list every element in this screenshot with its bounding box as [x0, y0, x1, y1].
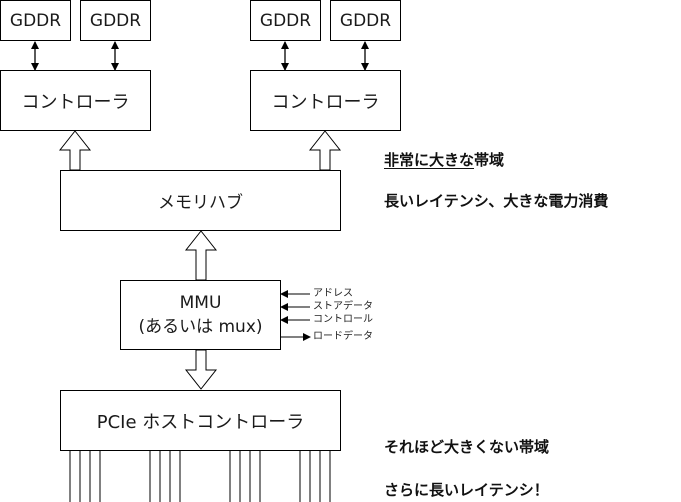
- signal-store-data-label: ストアデータ: [313, 301, 373, 312]
- annotation-rest: 帯域: [474, 151, 505, 169]
- annotation-bottom-latency: さらに長いレイテンシ！: [384, 481, 549, 499]
- controller-label: コントローラ: [271, 91, 380, 113]
- gddr-label: GDDR: [339, 10, 392, 31]
- signal-load-data-label: ロードデータ: [313, 331, 373, 342]
- gddr-label: GDDR: [9, 10, 62, 31]
- mmu: MMU (あるいは mux): [120, 280, 281, 350]
- controller-label: コントローラ: [21, 91, 130, 113]
- annotation-top-latency: 長いレイテンシ、大きな電力消費: [384, 192, 609, 210]
- annotation-top-bandwidth: 非常に大きな帯域: [384, 149, 504, 170]
- gddr-module-1: GDDR: [0, 0, 71, 41]
- hub-to-controller-left-arrow: [58, 130, 92, 171]
- mmu-subtitle: (あるいは mux): [138, 317, 263, 337]
- gddr-label: GDDR: [89, 10, 142, 31]
- hub-to-controller-right-arrow: [308, 130, 342, 171]
- mmu-to-hub-arrow: [184, 230, 218, 281]
- annotation-emphasis: 非常に大きな: [384, 151, 475, 169]
- memory-hub: メモリハブ: [60, 170, 341, 231]
- pcie-label: PCIe ホストコントローラ: [96, 411, 305, 433]
- gddr-module-2: GDDR: [80, 0, 151, 41]
- signal-address-label: アドレス: [313, 288, 353, 299]
- mmu-title: MMU: [179, 293, 222, 313]
- gddr-label: GDDR: [259, 10, 312, 31]
- memory-hub-label: メモリハブ: [158, 193, 243, 213]
- pcie-host-controller: PCIe ホストコントローラ: [60, 390, 341, 451]
- signal-control-label: コントロール: [313, 314, 373, 325]
- pcie-lanes: [69, 451, 331, 502]
- annotation-bottom-bandwidth: それほど大きくない帯域: [384, 438, 550, 456]
- memory-controller-left: コントローラ: [0, 70, 151, 131]
- mmu-to-pcie-arrow: [184, 349, 218, 390]
- memory-controller-right: コントローラ: [250, 70, 401, 131]
- gddr-module-4: GDDR: [330, 0, 401, 41]
- gddr-module-3: GDDR: [250, 0, 321, 41]
